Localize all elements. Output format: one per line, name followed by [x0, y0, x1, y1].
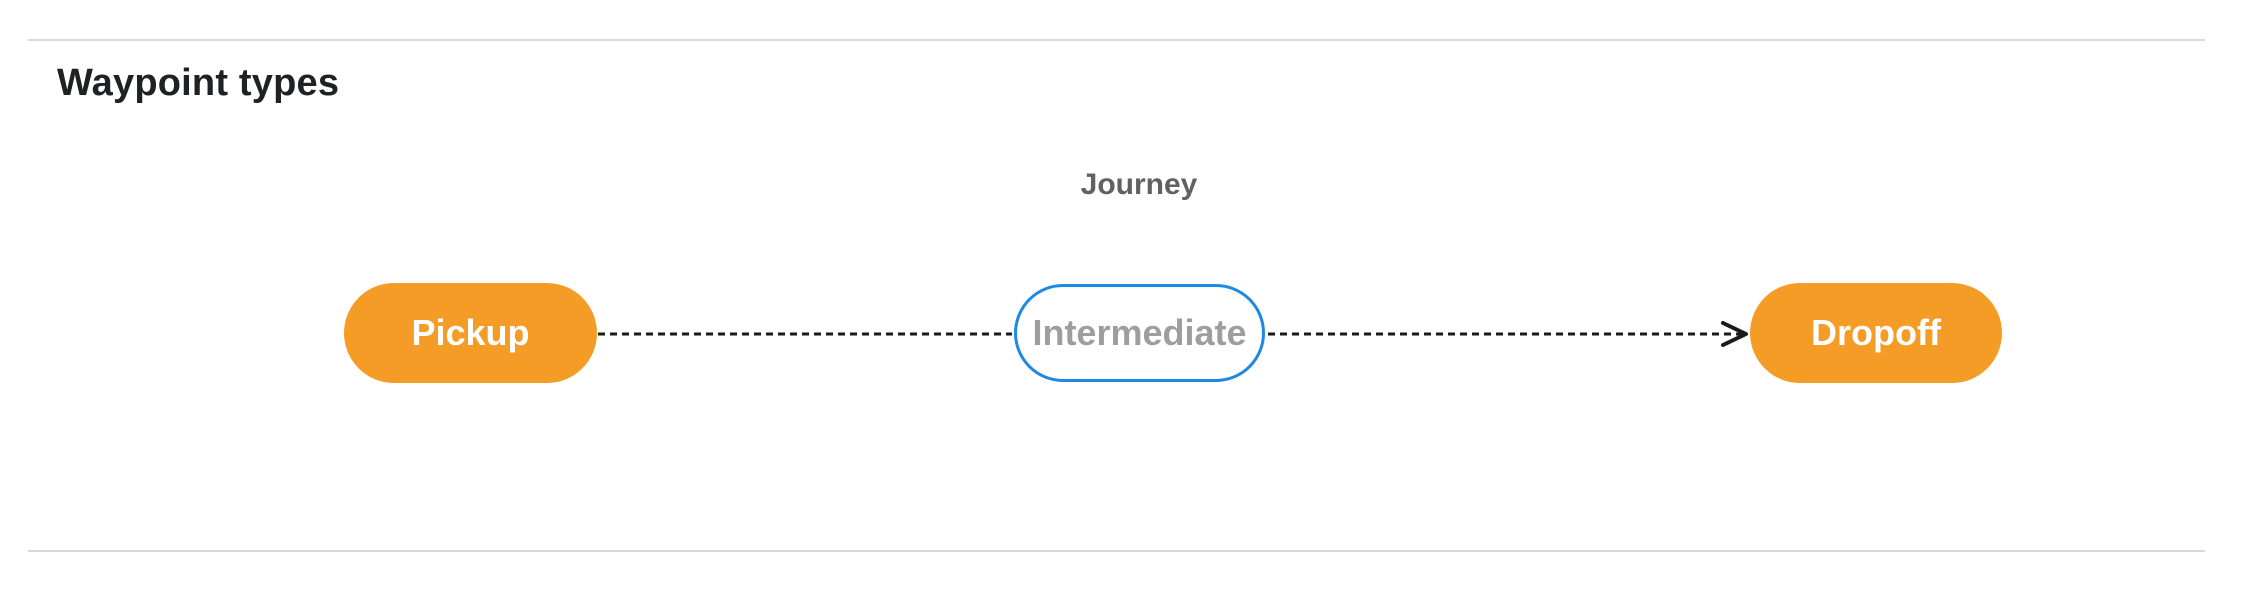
section-title: Waypoint types — [57, 62, 340, 104]
node-pickup: Pickup — [344, 283, 597, 383]
node-dropoff: Dropoff — [1750, 283, 2002, 383]
top-divider — [28, 39, 2205, 41]
node-intermediate: Intermediate — [1014, 284, 1265, 382]
node-intermediate-label: Intermediate — [1032, 312, 1247, 353]
node-pickup-label: Pickup — [411, 312, 530, 353]
journey-group-label: Journey — [1080, 168, 1198, 201]
node-dropoff-label: Dropoff — [1811, 312, 1941, 353]
bottom-divider — [28, 550, 2205, 552]
arrowhead-icon — [1721, 321, 1748, 347]
